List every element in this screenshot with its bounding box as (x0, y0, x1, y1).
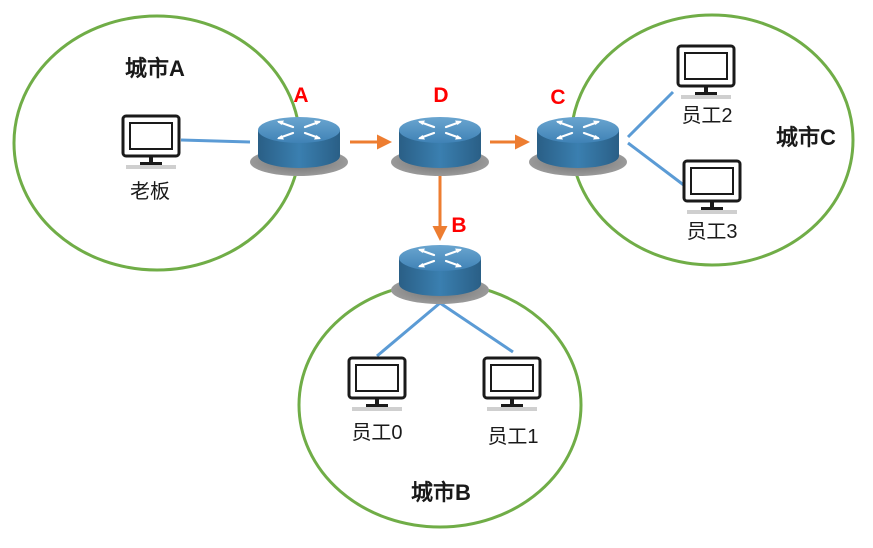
router-d-icon (389, 115, 491, 178)
router-d-label: D (433, 84, 448, 107)
staff0-computer-icon (347, 356, 407, 413)
staff3-computer-icon (682, 159, 742, 216)
router-a-label: A (293, 84, 308, 107)
staff1-computer-icon (482, 356, 542, 413)
router-a-icon (248, 115, 350, 178)
router-c-label: C (550, 86, 565, 109)
staff2-computer-icon (676, 44, 736, 101)
city-a-label: 城市A (125, 56, 185, 81)
link-router-c-staff2 (626, 90, 675, 139)
staff2-label: 员工2 (681, 105, 732, 127)
staff0-label: 员工0 (351, 422, 402, 444)
city-b-label: 城市B (411, 480, 471, 505)
router-b-label: B (451, 214, 466, 237)
link-router-b-staff0 (376, 301, 441, 358)
link-router-b-staff1 (439, 301, 514, 354)
staff3-label: 员工3 (686, 221, 737, 243)
staff1-label: 员工1 (487, 426, 538, 448)
link-router-c-staff3 (627, 141, 686, 188)
router-b-icon (389, 243, 491, 306)
boss-label: 老板 (130, 180, 170, 203)
boss-computer-icon (121, 114, 181, 171)
router-c-icon (527, 115, 629, 178)
city-c-label: 城市C (776, 125, 836, 150)
link-boss-router-a (180, 138, 251, 144)
